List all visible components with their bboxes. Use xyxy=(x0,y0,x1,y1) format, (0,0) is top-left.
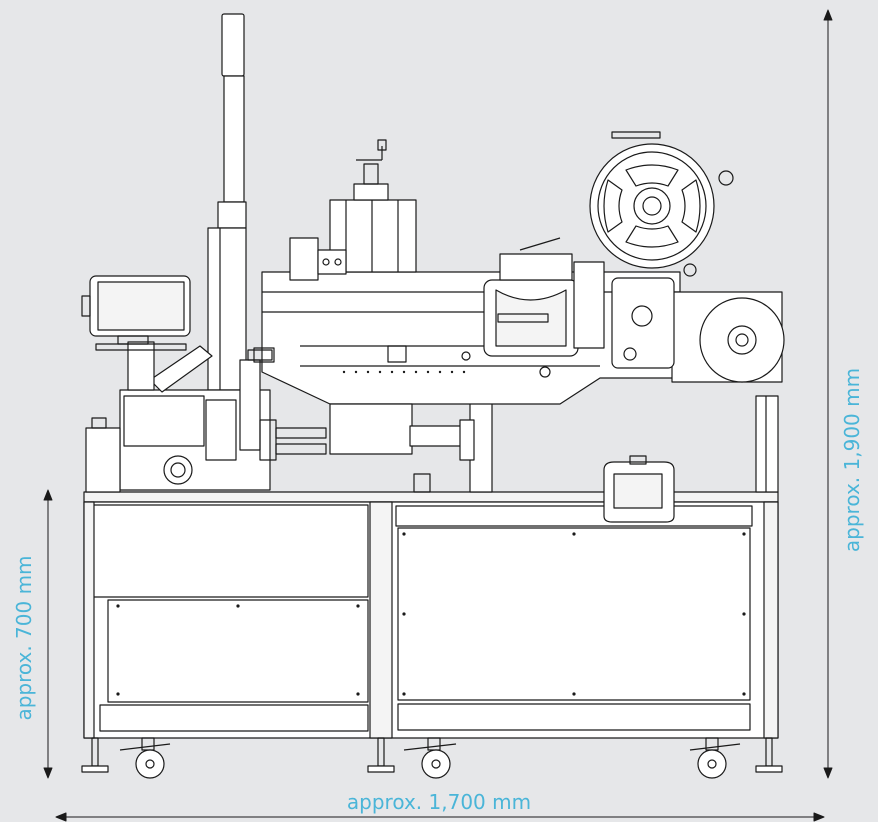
leveling-foot xyxy=(755,737,783,773)
terminal-screen xyxy=(613,473,663,509)
arrow-up-icon xyxy=(823,9,833,21)
arrow-up-icon xyxy=(43,489,53,501)
cabinet-left-kick xyxy=(99,704,369,732)
handheld-terminal xyxy=(603,455,675,523)
operator-monitor xyxy=(81,275,191,351)
cabinet-left-door xyxy=(107,599,369,703)
cabinet-center-post xyxy=(369,501,393,739)
applicator-head xyxy=(483,237,605,357)
table-height-dimension-label: approx. 700 mm xyxy=(12,555,36,721)
arrow-down-icon xyxy=(43,767,53,779)
arrow-right-icon xyxy=(813,812,825,822)
arrow-left-icon xyxy=(55,812,67,822)
leveling-foot xyxy=(367,737,395,773)
height-adjust-crank xyxy=(329,139,417,273)
lower-mount-block xyxy=(329,403,413,455)
drive-motor xyxy=(611,263,697,369)
caster-wheel xyxy=(689,737,741,779)
print-module xyxy=(85,341,327,493)
total-height-dimension-label: approx. 1,900 mm xyxy=(840,367,864,553)
feet-and-casters xyxy=(81,737,783,779)
cabinet-right-kick xyxy=(397,703,751,731)
monitor-screen xyxy=(97,281,185,331)
caster-wheel xyxy=(119,737,171,779)
cabinet-right-post xyxy=(763,501,779,739)
caster-wheel xyxy=(403,737,457,779)
right-frame-column xyxy=(469,383,779,493)
cabinet-frame xyxy=(83,501,779,739)
arrow-down-icon xyxy=(823,767,833,779)
small-knobs xyxy=(253,345,551,378)
label-reel-lower xyxy=(671,291,785,383)
beam-holes xyxy=(342,370,466,374)
dimension-lines xyxy=(43,9,833,822)
cabinet-right-rail xyxy=(395,505,753,527)
sensor-bracket xyxy=(289,237,347,281)
vertical-column xyxy=(207,13,247,391)
leveling-foot xyxy=(81,737,109,773)
cabinet-right-door xyxy=(397,527,751,701)
cabinet-left-post xyxy=(83,501,95,739)
panel-screws xyxy=(116,532,746,696)
base-cabinet xyxy=(83,491,779,739)
label-reel-upper xyxy=(589,131,734,269)
width-dimension-label: approx. 1,700 mm xyxy=(346,790,532,814)
